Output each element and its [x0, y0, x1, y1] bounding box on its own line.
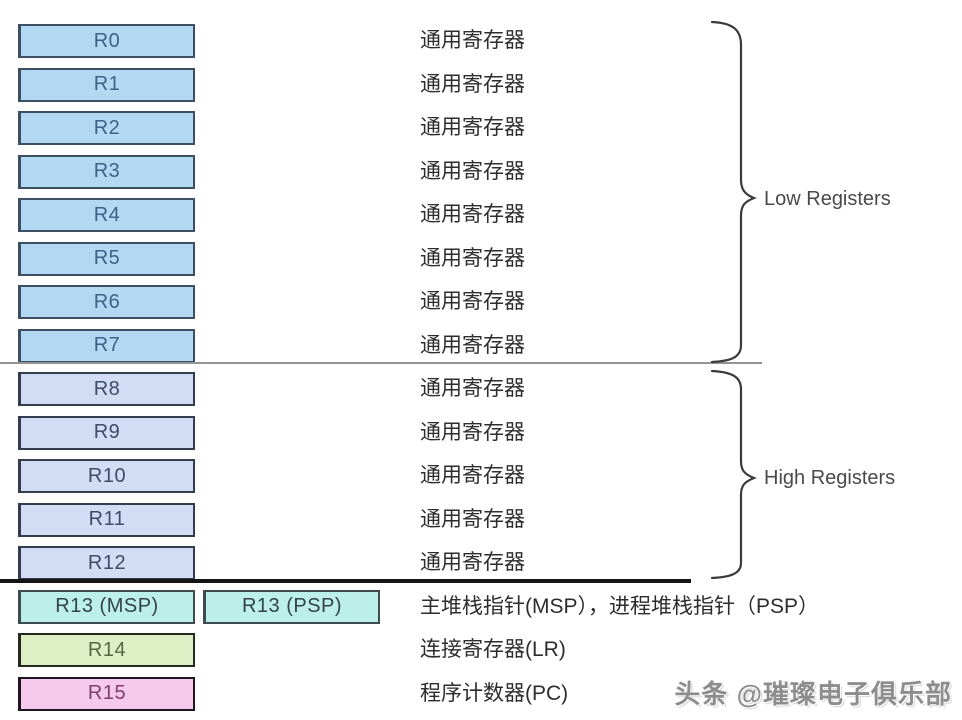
- register-description: 通用寄存器: [420, 464, 525, 487]
- register-box: R8: [18, 372, 195, 406]
- register-description: 通用寄存器: [420, 290, 525, 313]
- register-description: 通用寄存器: [420, 159, 525, 183]
- register-row: R8 通用寄存器: [0, 372, 962, 406]
- register-row: R1 通用寄存器: [0, 67, 962, 102]
- register-box: R3: [18, 154, 195, 189]
- register-description: 通用寄存器: [420, 116, 525, 139]
- register-row: R0 通用寄存器: [0, 24, 962, 58]
- register-row: R10 通用寄存器: [0, 459, 962, 493]
- low-registers-brace: [710, 20, 757, 364]
- register-box: R11: [18, 502, 195, 537]
- register-box: R7: [18, 328, 195, 363]
- register-description: 通用寄存器: [420, 333, 525, 357]
- register-box: R9: [18, 415, 195, 450]
- register-row: R13 (MSP)R13 (PSP) 主堆栈指针(MSP），进程堆栈指针（PSP）: [0, 589, 962, 624]
- register-description: 通用寄存器: [420, 551, 525, 574]
- register-description: 通用寄存器: [420, 246, 525, 270]
- register-description: 主堆栈指针(MSP），进程堆栈指针（PSP）: [420, 594, 820, 618]
- register-description: 通用寄存器: [420, 377, 525, 400]
- register-row: R6 通用寄存器: [0, 285, 962, 319]
- register-row: R9 通用寄存器: [0, 415, 962, 450]
- watermark: 头条 @璀璨电子俱乐部: [674, 679, 952, 709]
- register-box: R10: [18, 459, 195, 493]
- register-row: R11 通用寄存器: [0, 502, 962, 537]
- register-row: R4 通用寄存器: [0, 198, 962, 232]
- register-row: R14 连接寄存器(LR): [0, 633, 962, 667]
- register-box: R15: [18, 676, 195, 711]
- register-box: R2: [18, 111, 195, 145]
- high-registers-brace: [710, 369, 757, 580]
- register-description: 通用寄存器: [420, 420, 525, 444]
- register-box: R13 (MSP): [18, 589, 195, 624]
- register-row: R7 通用寄存器: [0, 328, 962, 363]
- low-registers-label: Low Registers: [764, 188, 891, 210]
- register-box: R0: [18, 24, 195, 58]
- high-registers-label: High Registers: [764, 467, 896, 489]
- register-row: R5 通用寄存器: [0, 241, 962, 276]
- register-box: R6: [18, 285, 195, 319]
- register-description: 程序计数器(PC): [420, 681, 569, 705]
- register-description: 通用寄存器: [420, 507, 525, 531]
- register-row: R15 程序计数器(PC): [0, 676, 962, 711]
- register-box: R12: [18, 546, 195, 580]
- register-row: R3 通用寄存器: [0, 154, 962, 189]
- low-high-separator-line: [0, 362, 762, 364]
- register-row: R2 通用寄存器: [0, 111, 962, 145]
- register-description: 连接寄存器(LR): [420, 638, 566, 661]
- register-box: R5: [18, 241, 195, 276]
- register-box: R4: [18, 198, 195, 232]
- register-box: R13 (PSP): [203, 589, 380, 624]
- register-box: R14: [18, 633, 195, 667]
- r12-r13-separator-line: [0, 579, 691, 583]
- register-description: 通用寄存器: [420, 203, 525, 226]
- register-description: 通用寄存器: [420, 72, 525, 96]
- group-braces: [710, 20, 757, 580]
- register-box: R1: [18, 67, 195, 102]
- register-description: 通用寄存器: [420, 29, 525, 52]
- register-row: R12 通用寄存器: [0, 546, 962, 580]
